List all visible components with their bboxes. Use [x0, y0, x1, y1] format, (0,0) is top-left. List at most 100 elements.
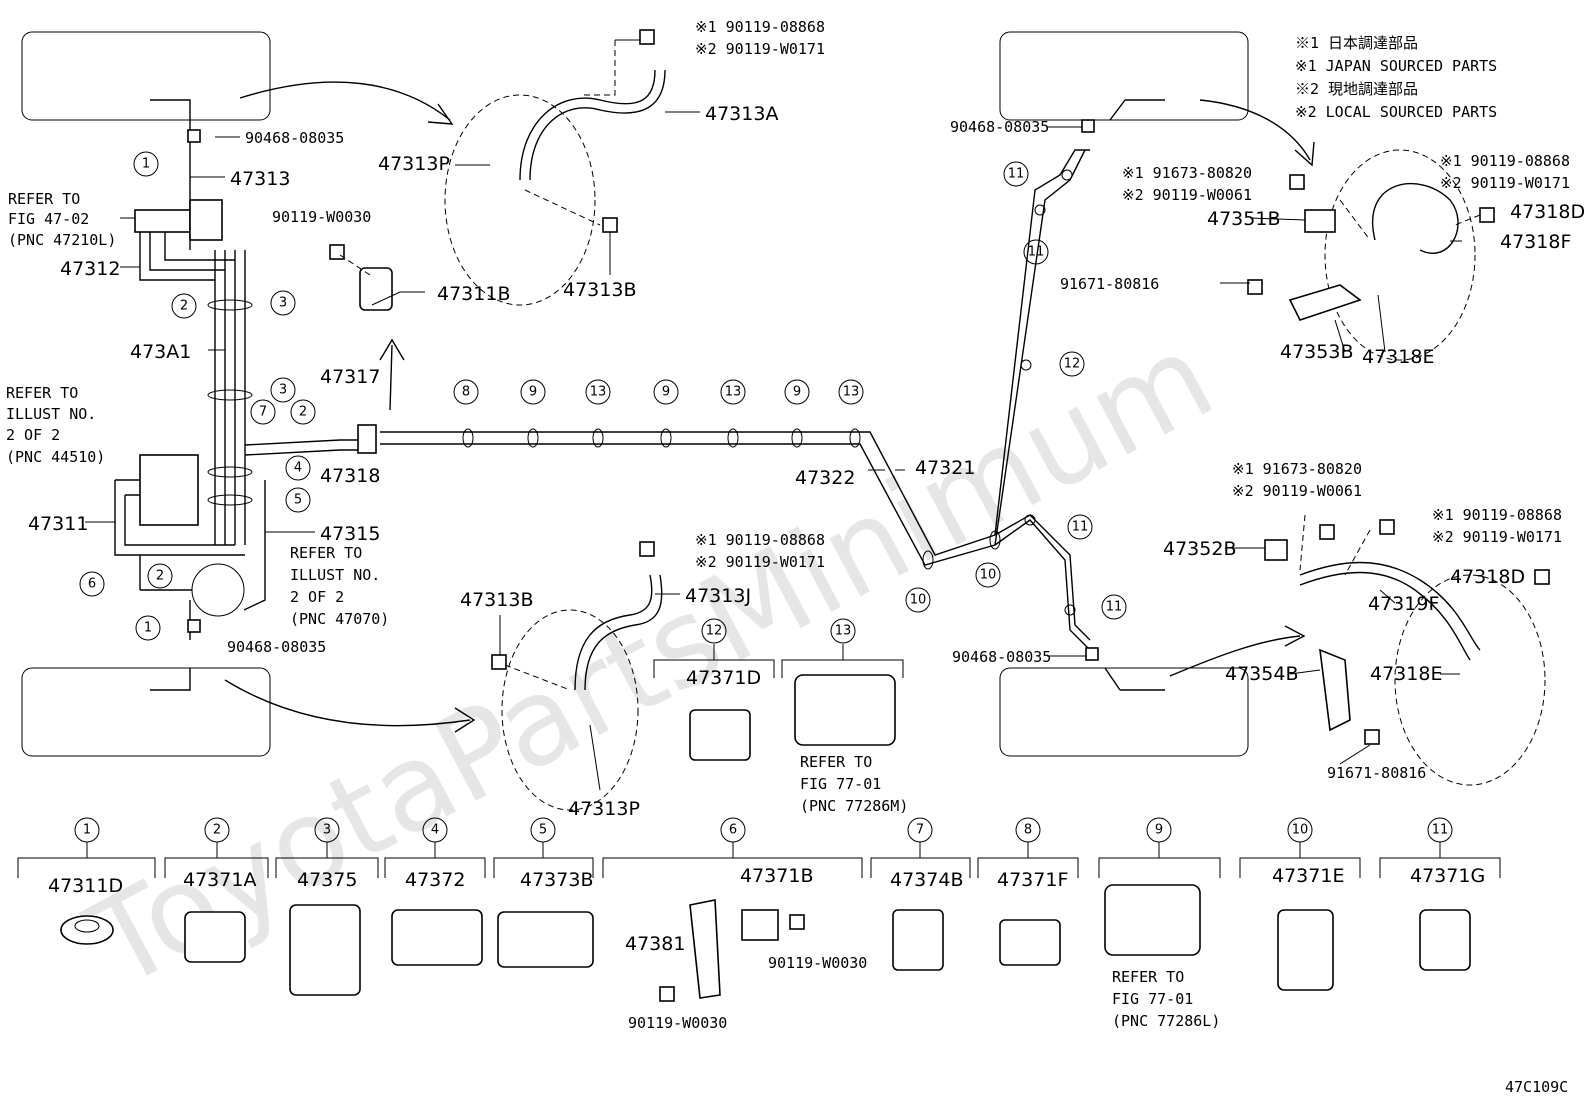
part-473A1[interactable]: 473A1 — [130, 341, 191, 363]
callout-13: 13 — [590, 385, 607, 400]
clamp-label-47371B[interactable]: 47371B — [740, 865, 813, 887]
callout-3: 3 — [323, 823, 331, 838]
legend-line-4: ※2 LOCAL SOURCED PARTS — [1295, 103, 1497, 121]
part-47318[interactable]: 47318 — [320, 465, 380, 487]
part-47315[interactable]: 47315 — [320, 523, 380, 545]
part-90119-08868-mid[interactable]: ※1 90119-08868 — [695, 531, 825, 549]
part-47351B[interactable]: 47351B — [1207, 208, 1280, 230]
part-90119-W0171-right[interactable]: ※2 90119-W0171 — [1440, 174, 1570, 192]
part-90119-W0030-c[interactable]: 90119-W0030 — [628, 1014, 727, 1032]
clamp-label-47375[interactable]: 47375 — [297, 869, 357, 891]
part-47313[interactable]: 47313 — [230, 168, 290, 190]
clamp-label-47371E[interactable]: 47371E — [1272, 865, 1344, 887]
part-47318D-bot[interactable]: 47318D — [1450, 566, 1525, 588]
ref-47070-line4: (PNC 47070) — [290, 610, 389, 628]
detail-circle-front-right — [1324, 149, 1476, 361]
part-47318E-bot[interactable]: 47318E — [1370, 663, 1442, 685]
part-47318D-top[interactable]: 47318D — [1510, 201, 1585, 223]
part-90119-W0030-b[interactable]: 90119-W0030 — [768, 954, 867, 972]
ref-77286L-line2: FIG 77-01 — [1112, 990, 1193, 1008]
callout-3: 3 — [279, 383, 287, 398]
part-47317[interactable]: 47317 — [320, 366, 380, 388]
part-47312[interactable]: 47312 — [60, 258, 120, 280]
part-47319F[interactable]: 47319F — [1368, 593, 1439, 615]
callout-11: 11 — [1072, 520, 1089, 535]
flex-hose-47313J — [574, 574, 653, 691]
clamp-label-47372[interactable]: 47372 — [405, 869, 465, 891]
clamp-47371E-icon — [1277, 909, 1334, 991]
arrow-front-right — [1199, 99, 1311, 161]
part-90468-08035-d[interactable]: 90468-08035 — [952, 648, 1051, 666]
brake-tube-right-front — [994, 149, 1090, 546]
clamp-label-47371G[interactable]: 47371G — [1410, 865, 1485, 887]
part-47311B[interactable]: 47311B — [437, 283, 510, 305]
part-90119-08868-bot[interactable]: ※1 90119-08868 — [1432, 506, 1562, 524]
callout-12: 12 — [706, 624, 723, 639]
clamp-label-47311D[interactable]: 47311D — [48, 875, 123, 897]
ref-77286M-line2: FIG 77-01 — [800, 775, 881, 793]
part-47311[interactable]: 47311 — [28, 513, 88, 535]
part-47354B[interactable]: 47354B — [1225, 663, 1298, 685]
callout-9: 9 — [793, 385, 801, 400]
flex-hose-47313A — [519, 69, 656, 181]
ref-77286L-line3: (PNC 77286L) — [1112, 1012, 1220, 1030]
part-47313B-top[interactable]: 47313B — [563, 279, 636, 301]
callout-8: 8 — [462, 385, 470, 400]
part-90119-W0061-top[interactable]: ※2 90119-W0061 — [1122, 186, 1252, 204]
part-90468-08035-b[interactable]: 90468-08035 — [227, 638, 326, 656]
part-90468-08035-c[interactable]: 90468-08035 — [950, 118, 1049, 136]
part-47381[interactable]: 47381 — [625, 933, 685, 955]
joint-47317 — [357, 424, 377, 454]
part-47313A[interactable]: 47313A — [705, 103, 778, 125]
part-90468-08035-a[interactable]: 90468-08035 — [245, 129, 344, 147]
clamp-47371F-icon — [999, 919, 1061, 966]
ref-77286M-line1: REFER TO — [800, 753, 872, 771]
clamp-label-47373B[interactable]: 47373B — [520, 869, 593, 891]
brake-tube-47321 — [380, 431, 996, 566]
arrow-front-left — [239, 81, 451, 121]
part-90119-W0171-top[interactable]: ※2 90119-W0171 — [695, 40, 825, 58]
part-47313P-top[interactable]: 47313P — [378, 153, 450, 175]
part-47353B[interactable]: 47353B — [1280, 341, 1353, 363]
clamp-47371D-icon — [689, 709, 751, 761]
callout-13: 13 — [835, 624, 852, 639]
part-47321[interactable]: 47321 — [915, 457, 975, 479]
ref-47210L-line2: FIG 47-02 — [8, 210, 89, 228]
callout-10: 10 — [1292, 823, 1309, 838]
part-47318E-top[interactable]: 47318E — [1362, 346, 1434, 368]
callout-11: 11 — [1008, 167, 1025, 182]
detail-circle-rear-right — [1394, 574, 1546, 786]
part-47313P-bot[interactable]: 47313P — [568, 798, 640, 820]
part-90119-W0061-bot[interactable]: ※2 90119-W0061 — [1232, 482, 1362, 500]
part-47352B[interactable]: 47352B — [1163, 538, 1236, 560]
part-47318F[interactable]: 47318F — [1500, 231, 1571, 253]
part-91673-80820-top[interactable]: ※1 91673-80820 — [1122, 164, 1252, 182]
clamp-47371G-icon — [1419, 909, 1471, 971]
part-47371D[interactable]: 47371D — [686, 667, 761, 689]
clamp-label-47374B[interactable]: 47374B — [890, 869, 963, 891]
reservoir-circle — [191, 563, 245, 617]
part-47313J[interactable]: 47313J — [685, 585, 751, 607]
part-90119-W0171-mid[interactable]: ※2 90119-W0171 — [695, 553, 825, 571]
ref-77286M-line3: (PNC 77286M) — [800, 797, 908, 815]
flex-hose-47318F — [1372, 183, 1459, 254]
part-47322[interactable]: 47322 — [795, 467, 855, 489]
callout-9: 9 — [662, 385, 670, 400]
callout-6: 6 — [729, 823, 737, 838]
arrow-up-bracket — [389, 344, 393, 411]
part-91671-80816-top[interactable]: 91671-80816 — [1060, 275, 1159, 293]
part-90119-08868-top[interactable]: ※1 90119-08868 — [695, 18, 825, 36]
callout-6: 6 — [88, 577, 96, 592]
part-90119-08868-right[interactable]: ※1 90119-08868 — [1440, 152, 1570, 170]
part-90119-W0171-bot[interactable]: ※2 90119-W0171 — [1432, 528, 1562, 546]
clamp-label-47371F[interactable]: 47371F — [997, 869, 1068, 891]
part-91673-80820-bot[interactable]: ※1 91673-80820 — [1232, 460, 1362, 478]
part-47313B-bot[interactable]: 47313B — [460, 589, 533, 611]
diagram-code: 47C109C — [1505, 1078, 1568, 1096]
part-91671-80816-bot[interactable]: 91671-80816 — [1327, 764, 1426, 782]
part-90119-W0030-a[interactable]: 90119-W0030 — [272, 208, 371, 226]
clamp-label-47371A[interactable]: 47371A — [183, 869, 256, 891]
arrow-rear-right — [1169, 635, 1301, 677]
bracket-47352B — [1264, 539, 1288, 561]
